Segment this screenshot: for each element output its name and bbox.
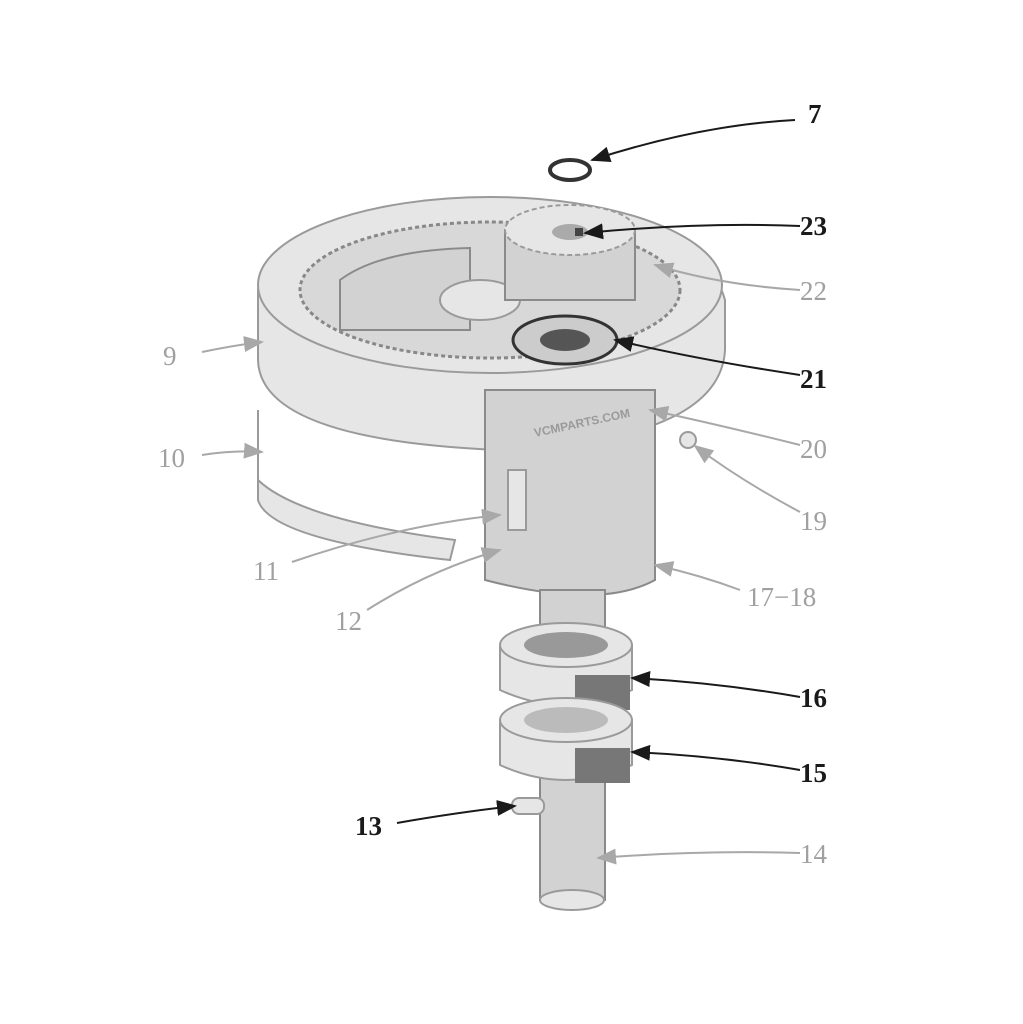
leader-lines <box>201 119 801 865</box>
label-20: 20 <box>800 434 827 464</box>
bearing-21 <box>511 314 619 366</box>
label-23: 23 <box>800 211 827 241</box>
bearing-16 <box>499 622 633 710</box>
label-13: 13 <box>355 811 382 841</box>
label-9: 9 <box>163 341 177 371</box>
ball-19 <box>679 431 697 449</box>
label-10: 10 <box>158 443 185 473</box>
label-15: 15 <box>800 758 827 788</box>
label-19: 19 <box>800 506 827 536</box>
gear-22 <box>504 204 636 301</box>
label-7: 7 <box>808 99 822 129</box>
pin-13 <box>511 797 545 815</box>
label-22: 22 <box>800 276 827 306</box>
label-11: 11 <box>253 556 279 586</box>
key-23 <box>575 228 583 236</box>
label-21: 21 <box>800 364 827 394</box>
label-16: 16 <box>800 683 827 713</box>
label-14: 14 <box>800 839 828 869</box>
snap-ring-7 <box>548 158 592 182</box>
label-17-18: 17−18 <box>747 582 816 612</box>
hub-17-18: VCMPARTS.COM <box>484 389 656 596</box>
bearing-15 <box>499 697 633 783</box>
label-12: 12 <box>335 606 362 636</box>
